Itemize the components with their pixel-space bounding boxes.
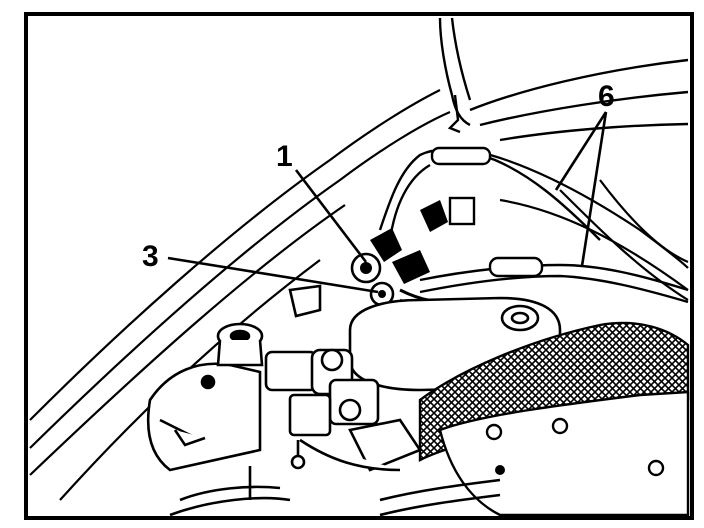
cable-connectors: [420, 146, 544, 278]
leader-line-6a: [554, 111, 608, 191]
battery-box: [146, 362, 262, 500]
callout-label-1: 1: [276, 140, 293, 173]
leader-line-3: [167, 256, 379, 294]
engine-components: [264, 348, 422, 472]
leader-line-1: [294, 169, 368, 263]
strut-tower: [469, 148, 689, 301]
lower-plate: [438, 390, 690, 517]
leader-lines: [167, 111, 608, 294]
fender-outline: [29, 89, 451, 501]
callout-label-6: 6: [598, 80, 615, 113]
lower-hose: [169, 440, 501, 517]
mounting-post: [216, 284, 322, 367]
callout-label-3: 3: [142, 240, 159, 273]
ignition-cluster: [350, 228, 471, 316]
leader-line-6b: [580, 111, 608, 267]
